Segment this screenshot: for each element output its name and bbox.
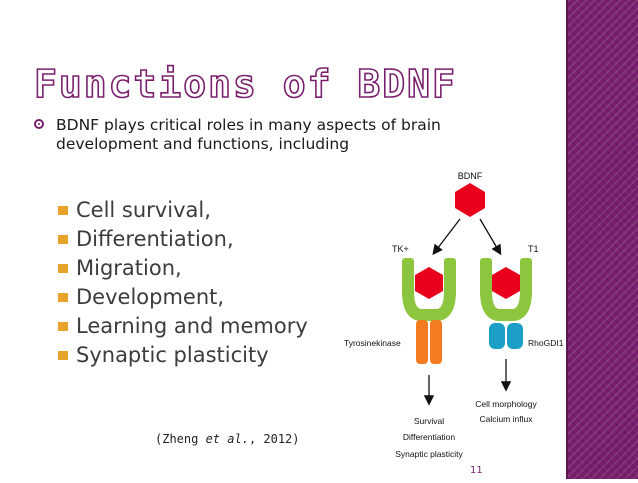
tk-plus-label: TK+ <box>392 244 409 254</box>
t1-label: T1 <box>528 244 539 254</box>
outcome-cell-morphology: Cell morphology <box>475 399 537 409</box>
list-item: Development, <box>58 283 308 312</box>
list-item-text: Development, <box>76 285 225 309</box>
main-bullet: BDNF plays critical roles in many aspect… <box>34 116 504 154</box>
left-arrow <box>432 218 461 256</box>
bound-bdnf-hexagon-icon <box>492 267 520 299</box>
t1-receptor <box>480 258 532 349</box>
tyrosinekinase-label: Tyrosinekinase <box>344 338 401 348</box>
square-bullet-icon <box>58 293 68 302</box>
outcome-synaptic-plasticity: Synaptic plasticity <box>395 449 463 459</box>
citation-italic: et al. <box>205 432 249 446</box>
outcome-calcium-influx: Calcium influx <box>480 414 534 424</box>
square-bullet-icon <box>58 351 68 360</box>
slide-title: Functions of BDNF <box>33 61 457 107</box>
citation-suffix: , 2012) <box>248 432 300 446</box>
list-item-text: Differentiation, <box>76 227 234 251</box>
bdnf-pathway-figure: BDNF TK+ T1 Tyrosinekinase RhoGDI1 <box>340 163 570 479</box>
list-item: Differentiation, <box>58 225 308 254</box>
right-arrow <box>479 218 502 256</box>
citation-prefix: (Zheng <box>155 432 206 446</box>
list-item: Learning and memory <box>58 312 308 341</box>
list-item-text: Migration, <box>76 256 182 280</box>
rhogdi-domain-right <box>507 323 523 349</box>
rhogdi1-label: RhoGDI1 <box>528 338 564 348</box>
pathway-diagram: BDNF TK+ T1 Tyrosinekinase RhoGDI1 <box>344 171 564 459</box>
list-item-text: Synaptic plasticity <box>76 343 269 367</box>
kinase-domain-right <box>430 320 442 364</box>
page-number: 11 <box>470 465 483 476</box>
bdnf-hexagon-icon <box>455 183 485 217</box>
list-item: Cell survival, <box>58 196 308 225</box>
bound-bdnf-hexagon-icon <box>415 267 443 299</box>
sub-bullet-list: Cell survival, Differentiation, Migratio… <box>58 196 308 370</box>
main-bullet-text: BDNF plays critical roles in many aspect… <box>56 116 441 153</box>
citation: (Zheng et al., 2012) <box>155 432 300 446</box>
side-divider <box>566 0 568 479</box>
square-bullet-icon <box>58 235 68 244</box>
kinase-domain-left <box>416 320 428 364</box>
square-bullet-icon <box>58 206 68 215</box>
list-item: Synaptic plasticity <box>58 341 308 370</box>
rhogdi-domain-left <box>489 323 505 349</box>
list-item: Migration, <box>58 254 308 283</box>
list-item-text: Cell survival, <box>76 198 211 222</box>
square-bullet-icon <box>58 264 68 273</box>
bdnf-label: BDNF <box>458 171 483 181</box>
circle-bullet-icon <box>34 119 44 129</box>
decorative-side-band <box>568 0 638 479</box>
outcome-differentiation: Differentiation <box>403 432 456 442</box>
square-bullet-icon <box>58 322 68 331</box>
list-item-text: Learning and memory <box>76 314 308 338</box>
outcome-survival: Survival <box>414 416 444 426</box>
tk-receptor <box>402 258 456 364</box>
